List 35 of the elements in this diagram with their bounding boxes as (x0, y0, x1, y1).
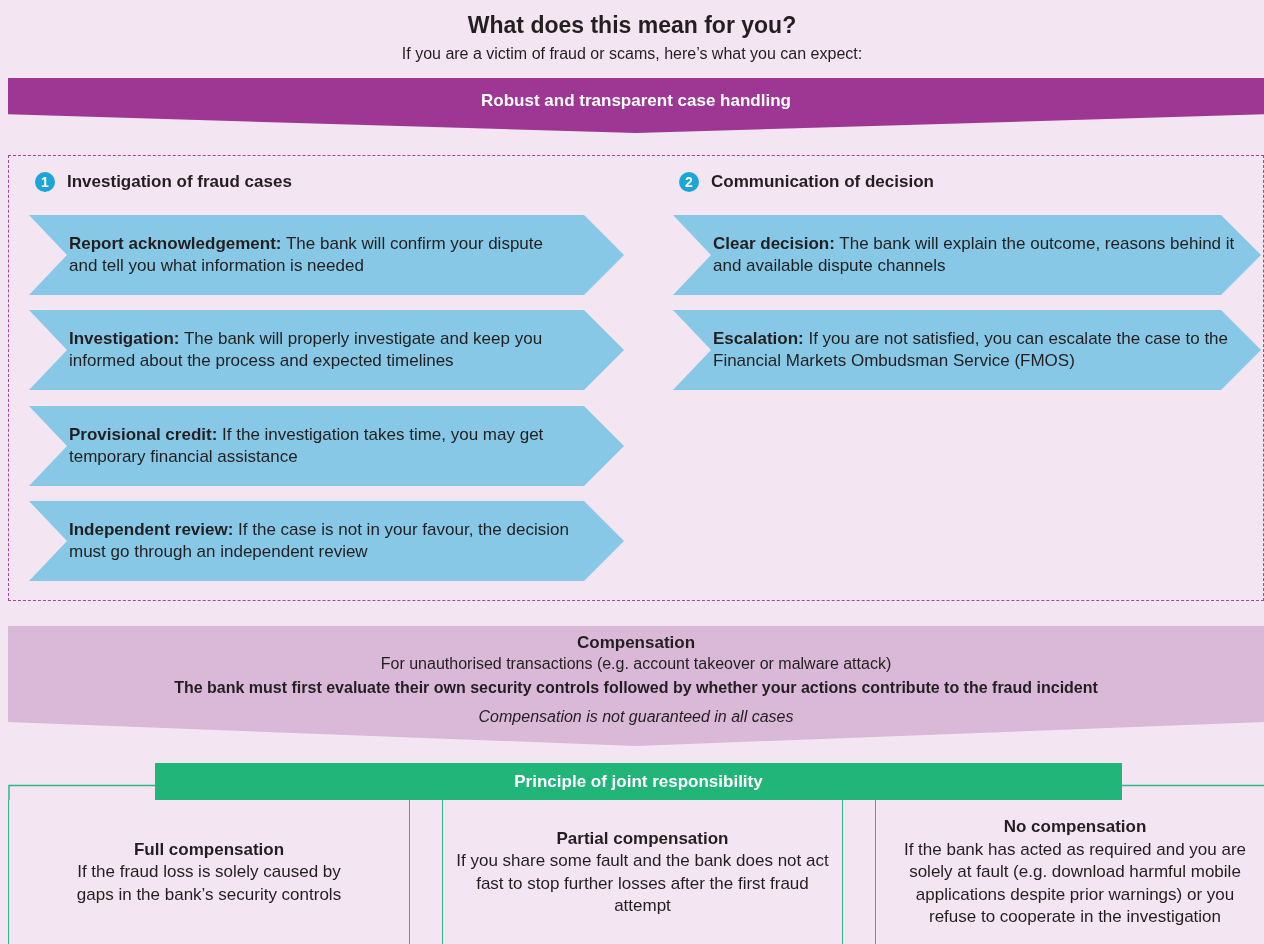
outcome-description: If you share some fault and the bank does not act fast to stop further losses after the first fraud attempt (455, 850, 830, 917)
compensation-subheading: For unauthorised transactions (e.g. account takeover or malware attack) (379, 654, 893, 674)
compensation-statement: The bank must first evaluate their own security controls followed by whether your actions contribute to the fraud incident (173, 678, 1099, 698)
step-description: Clear decision: The bank will explain the outcome, reasons behind it and available dispute channels (713, 233, 1236, 277)
step-description: Escalation: If you are not satisfied, you can escalate the case to the Financial Markets Ombudsman Service (FMOS) (713, 328, 1229, 372)
outcome-description: If the fraud loss is solely caused by gaps in the bank’s security controls (75, 861, 343, 906)
subtitle: If you are a victim of fraud or scams, here’s what you can expect: (400, 45, 864, 63)
chevron-step (29, 310, 624, 390)
chevron-step (29, 406, 624, 486)
outcome-heading: Full compensation (133, 838, 285, 861)
page-title: What does this mean for you? (466, 12, 798, 39)
step-number: 1 (35, 172, 55, 192)
step-description: Independent review: If the case is not in your favour, the decision must go through an independent review (69, 519, 570, 563)
dashed-panel (8, 155, 1264, 601)
step-description: Provisional credit: If the investigation takes time, you may get temporary financial assistance (69, 424, 545, 468)
step-number: 2 (679, 172, 699, 192)
banner-heading: Robust and transparent case handling (481, 91, 791, 112)
outcome-panel (442, 800, 843, 944)
section-banner (8, 78, 1264, 133)
outcome-heading: No compensation (1003, 816, 1147, 839)
chevron-step (673, 215, 1261, 295)
chevron-step (29, 501, 624, 581)
step-description: Report acknowledgement: The bank will confirm your dispute and tell you what information is needed (69, 233, 544, 277)
compensation-heading: Compensation (575, 632, 697, 653)
outcome-heading: Partial compensation (556, 827, 729, 850)
chevron-step (673, 310, 1261, 390)
step-description: Investigation: The bank will properly investigate and keep you informed about the process and expected timelines (69, 328, 544, 372)
compensation-banner (8, 626, 1264, 746)
compensation-note: Compensation is not guaranteed in all cases (477, 707, 795, 727)
outcome-panel (8, 800, 410, 944)
section-heading: Investigation of fraud cases (67, 172, 292, 192)
heading-bar: Principle of joint responsibility (155, 763, 1122, 800)
chevron-step (29, 215, 624, 295)
section-heading: Communication of decision (711, 172, 934, 192)
outcome-description: If the bank has acted as required and you are solely at fault (e.g. download harmful mobile applications despite prior warnings) or you refuse to cooperate in the investigation (902, 838, 1248, 929)
